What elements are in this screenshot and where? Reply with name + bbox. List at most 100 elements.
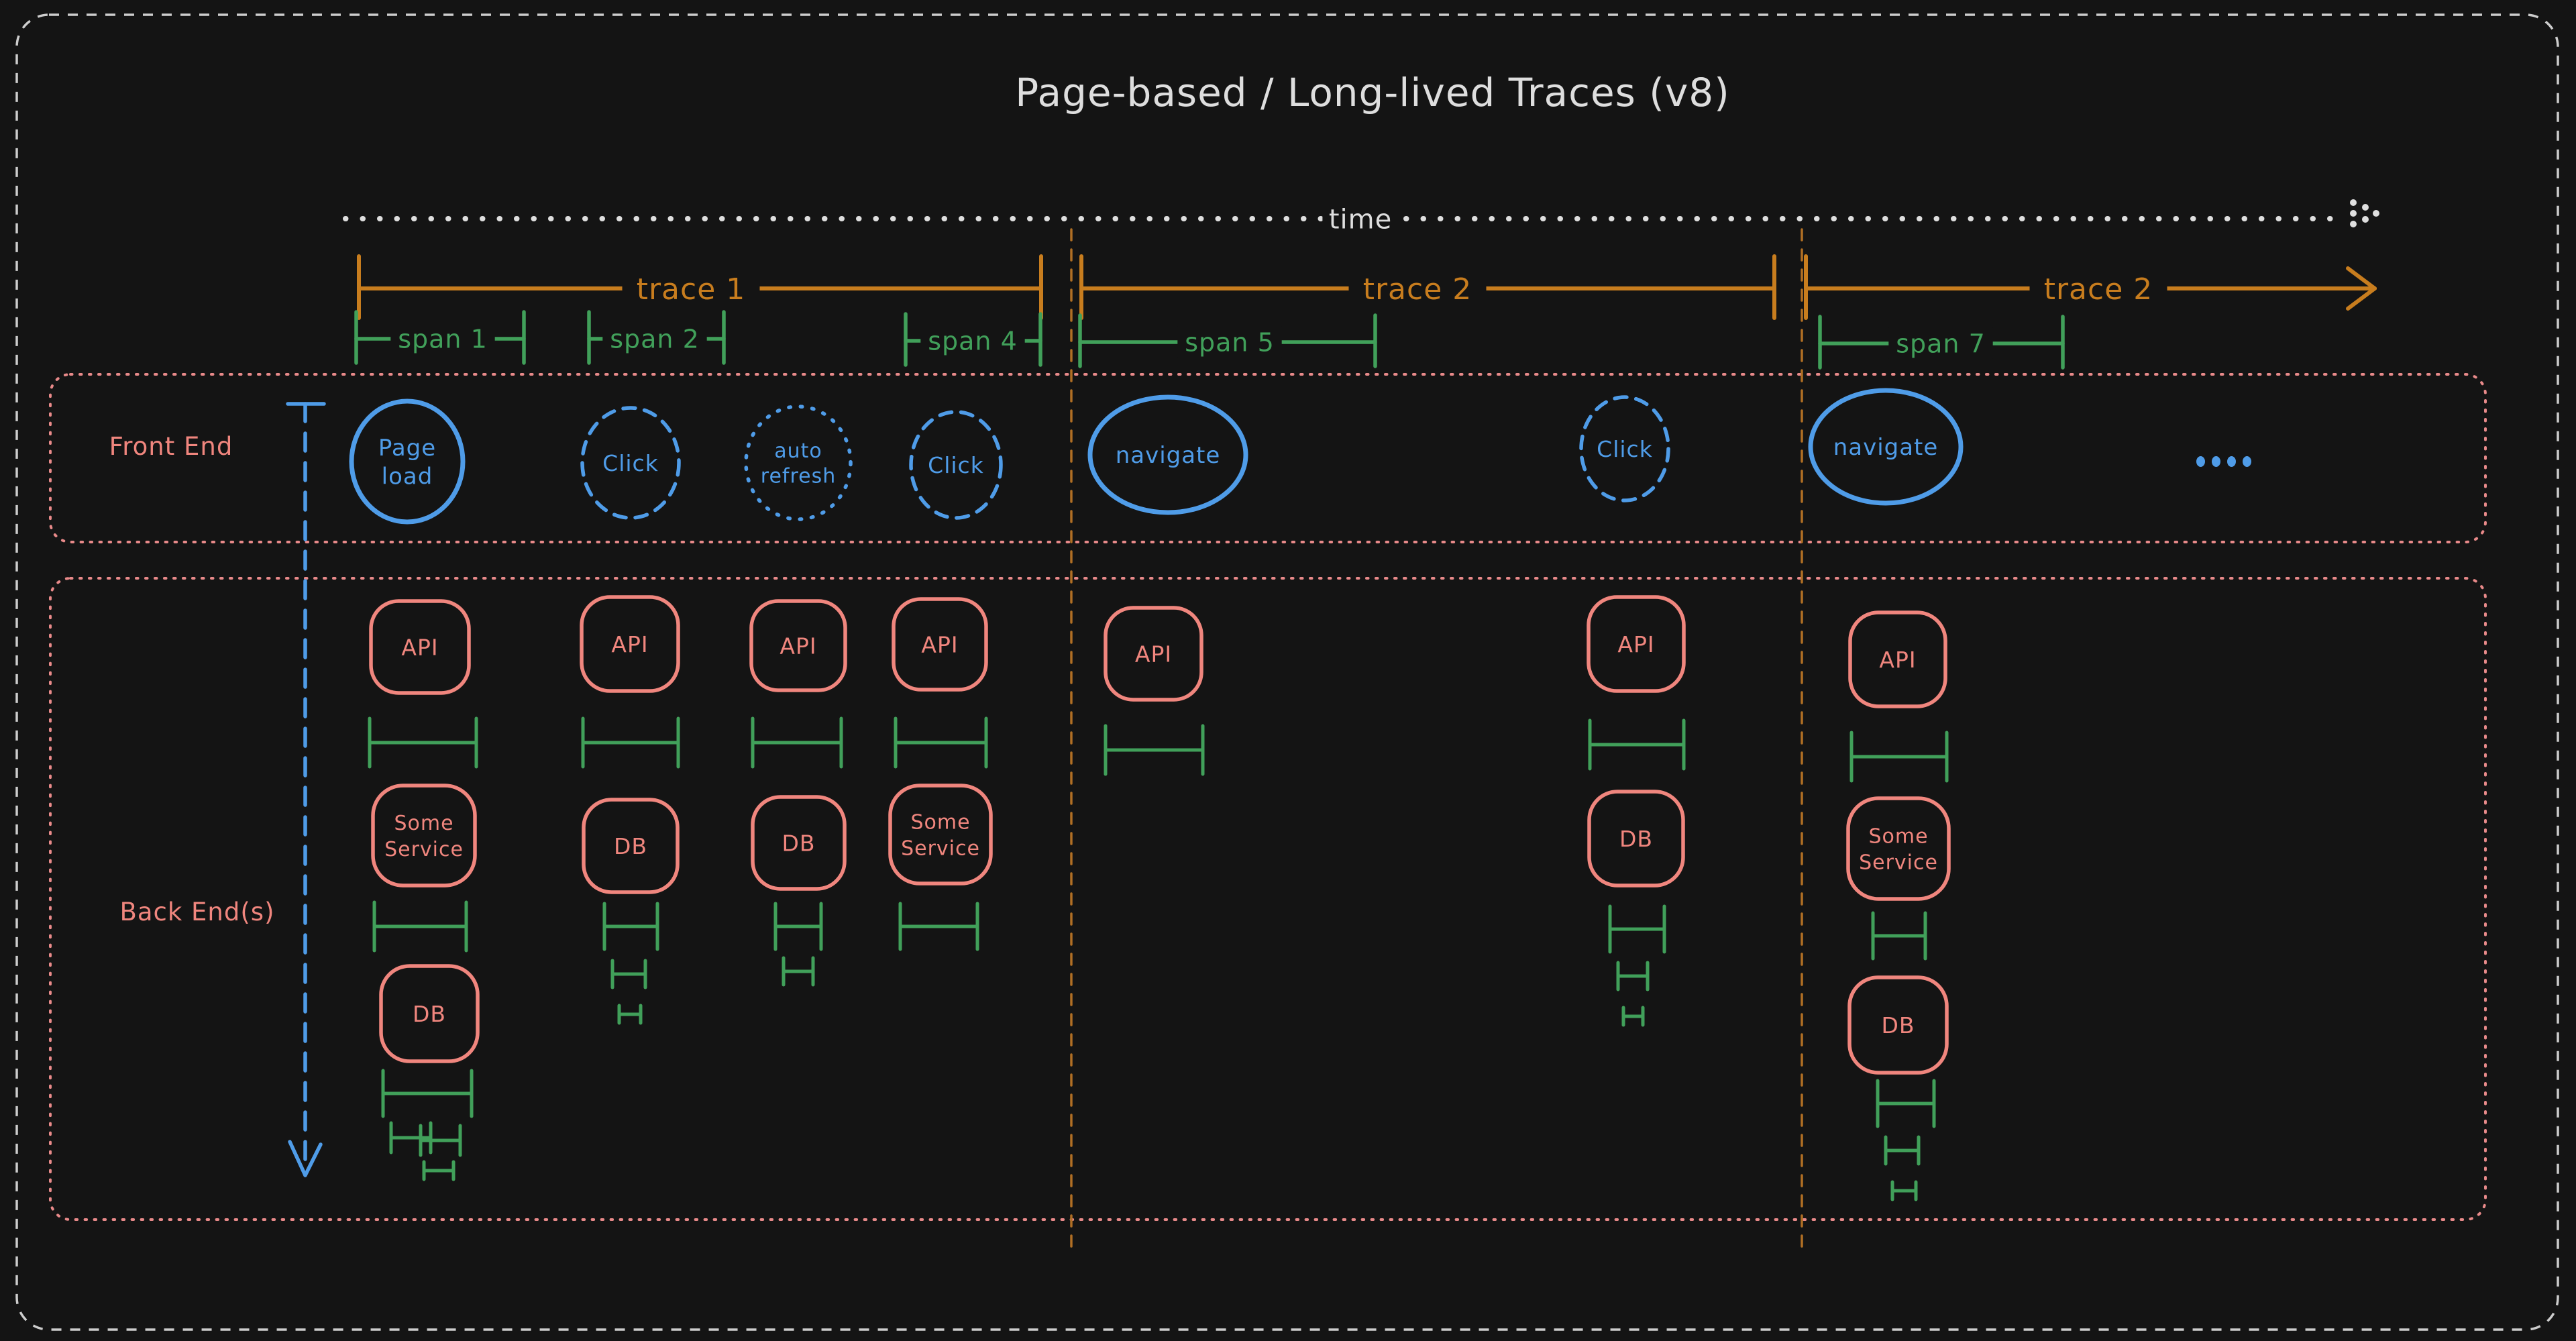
event-ellipse-solid — [349, 398, 466, 525]
timeline-arrow — [286, 402, 326, 1177]
backend-box-outline — [369, 599, 471, 695]
outer-border — [15, 13, 2559, 1331]
backend-span-bracket — [1890, 1180, 1918, 1201]
lane-back-end: Back End(s) — [49, 577, 2487, 1221]
backend-box-outline — [751, 795, 847, 891]
span-bracket: span 2 — [587, 310, 726, 365]
backend-column-auto-refresh-stack: API DB — [749, 599, 847, 987]
span-label: span 2 — [610, 325, 700, 354]
backend-box: API — [1587, 595, 1686, 693]
event-ellipse-solid — [1087, 394, 1248, 515]
backend-span-bracket — [1616, 961, 1650, 991]
backend-box-outline — [1587, 790, 1685, 888]
label-mask — [1888, 327, 1993, 359]
frontend-event: Click — [1579, 395, 1670, 502]
backend-box: DB — [582, 798, 680, 894]
event-label: load — [382, 463, 433, 490]
backend-span-bracket — [782, 956, 815, 987]
trace-bracket: trace 2 — [1079, 254, 1776, 320]
backend-span-bracket — [1876, 1079, 1936, 1128]
backend-box-label: API — [921, 631, 958, 657]
backend-box-label: API — [1879, 647, 1916, 673]
backend-box-label: Service — [901, 837, 980, 860]
backend-box: DB — [1847, 975, 1949, 1075]
span-label: span 1 — [398, 325, 488, 354]
backend-box-outline — [582, 798, 680, 894]
backend-span-bracket — [368, 716, 478, 769]
backend-box-outline — [1587, 595, 1686, 693]
event-ellipse-dotted — [744, 405, 853, 521]
event-label: navigate — [1833, 434, 1939, 461]
backend-box: DB — [751, 795, 847, 891]
span-label: span 4 — [928, 327, 1018, 356]
span-bracket: span 4 — [904, 312, 1042, 367]
backend-box-label: Service — [384, 838, 464, 861]
time-arrowhead-dot — [2362, 216, 2369, 223]
time-arrowhead-dot — [2362, 204, 2369, 211]
timeline-arrowhead — [288, 1140, 307, 1177]
backend-box-label: API — [611, 631, 648, 657]
label-mask — [1348, 270, 1487, 307]
backend-column-click3-stack: API DB — [1587, 595, 1686, 1027]
backend-column-navigate1-stack: API — [1104, 606, 1205, 776]
frontend-event: Click — [909, 410, 1003, 520]
event-ellipse-dashed — [580, 406, 681, 520]
time-arrowhead-dot — [2350, 199, 2357, 206]
lane-front-end: Front End — [49, 373, 2487, 543]
backend-span-bracket — [1849, 731, 1949, 783]
backend-span-bracket — [1871, 911, 1927, 961]
backend-span-bracket — [372, 900, 468, 953]
backend-span-bracket — [898, 902, 979, 951]
span-bracket: span 5 — [1078, 313, 1377, 368]
event-label: Click — [602, 450, 659, 476]
backend-box-label: DB — [614, 833, 647, 859]
backend-span-bracket — [617, 1004, 643, 1025]
label-mask — [1177, 326, 1282, 358]
backend-span-bracket — [419, 1124, 462, 1157]
backend-box: API — [580, 595, 680, 693]
label-mask — [920, 325, 1025, 356]
backend-span-bracket — [581, 716, 680, 769]
time-arrowhead-dot — [2350, 210, 2357, 217]
backend-span-bracket — [1884, 1135, 1921, 1166]
backend-box-outline — [1847, 975, 1949, 1075]
trace-label: trace 2 — [1363, 272, 1472, 307]
time-arrowhead-dot — [2350, 221, 2357, 227]
lane-border — [49, 373, 2487, 543]
time-arrowhead-dot — [2373, 210, 2379, 217]
event-label: Page — [378, 435, 436, 462]
trace-arrowhead — [2346, 286, 2377, 311]
lane-label: Front End — [109, 432, 233, 461]
backend-box-label: API — [1617, 631, 1654, 657]
label-mask — [602, 323, 707, 354]
trace-arrowhead — [2346, 266, 2377, 290]
backend-box: API — [749, 599, 847, 692]
ellipsis-dot — [2196, 456, 2205, 467]
trace-bracket: trace 1 — [357, 254, 1043, 320]
backend-span-bracket — [1588, 718, 1686, 771]
backend-span-bracket — [751, 716, 843, 769]
backend-box-label: DB — [1619, 826, 1653, 852]
label-mask — [2029, 270, 2167, 307]
backend-span-bracket — [602, 902, 659, 951]
backend-box-label: Some — [910, 810, 970, 834]
backend-span-bracket — [773, 902, 823, 951]
event-label: Click — [1597, 436, 1653, 462]
backend-span-bracket — [1104, 724, 1205, 776]
timeline-arrowhead — [303, 1142, 323, 1177]
backend-span-bracket — [894, 716, 988, 769]
backend-box-label: DB — [1881, 1012, 1915, 1038]
backend-box: DB — [379, 964, 480, 1063]
backend-box-outline — [892, 597, 988, 692]
trace-label: trace 2 — [2044, 272, 2153, 307]
backend-box-label: Service — [1859, 851, 1938, 874]
trace-bracket: trace 2 — [1804, 254, 2377, 320]
backend-box-label: DB — [413, 1001, 446, 1027]
label-mask — [622, 270, 760, 307]
backend-box-label: API — [780, 633, 816, 659]
lane-border — [49, 577, 2487, 1221]
